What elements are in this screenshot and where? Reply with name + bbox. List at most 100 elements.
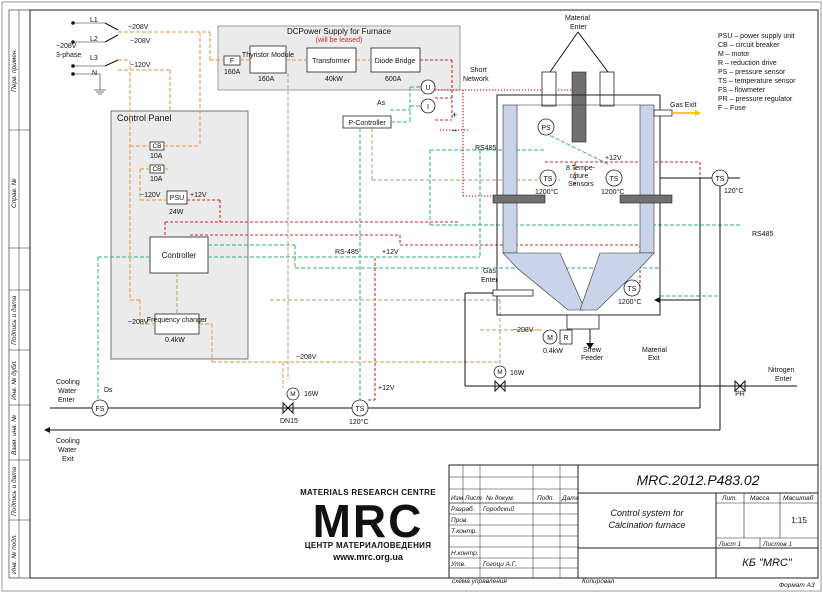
legend: PSU – power supply unit CB – circuit bre… — [718, 33, 796, 112]
title-block: Изм Лист № докум. Подп. Дата Разраб. Гор… — [448, 464, 819, 589]
legend-3: R – reduction drive — [718, 60, 777, 67]
thyristor-module — [249, 45, 287, 74]
tb-col-date: Дата — [561, 495, 580, 502]
i-label: I — [427, 104, 429, 111]
ts-right-label: TS — [610, 176, 619, 183]
ts-left-temp: 1200°C — [535, 188, 558, 196]
wall-left — [502, 104, 518, 254]
plus12v-label-c: +12V — [378, 385, 395, 392]
diode-bridge — [370, 47, 421, 73]
mains-supply-voltage: ~208V — [56, 43, 77, 50]
tb-masshtab: Масштаб — [783, 494, 814, 502]
plus12v-label-b: +12V — [605, 155, 622, 162]
plus12v-label-a: +12V — [382, 249, 399, 256]
eight-sensors-l1: 8 Tempe- — [566, 165, 596, 172]
legend-6: FS – flowmeter — [718, 87, 766, 94]
cooling-exit-l1: Cooling — [56, 438, 80, 445]
p-controller-label: P-Controller — [348, 120, 386, 127]
pr-label: PR — [735, 391, 745, 398]
tb-title-l2: Calcination furnace — [608, 520, 685, 530]
tb-row-prov: Пров. — [451, 517, 468, 524]
water-valve-m-label: M — [290, 391, 295, 398]
legend-2: M – motor — [718, 51, 750, 58]
legend-4: PS – pressure sensor — [718, 69, 786, 76]
gas-exit-label: Gas Exit — [670, 102, 697, 109]
material-enter-line1: Material — [565, 15, 590, 22]
water-temp-sensor — [351, 399, 369, 417]
signal-lines: RS485 RS-485 RS485 +12V +12V +12V — [97, 132, 774, 400]
n2-valve-power: 16W — [510, 370, 525, 377]
phase-l2: L2 — [90, 36, 98, 43]
m-label: M — [547, 335, 553, 342]
rs485-label-c: RS485 — [752, 231, 774, 238]
gas-exit-pipe — [653, 109, 673, 117]
ps-label: PS — [541, 125, 551, 132]
transformer-rating: 40kW — [325, 76, 343, 83]
legend-7: PR – pressure regulator — [718, 96, 793, 103]
cb1-label: CB — [152, 143, 161, 150]
tb-row-utv: Утв. — [450, 561, 466, 568]
mains-v1: ~208V — [128, 24, 149, 31]
short-network-label-line1: Short — [470, 67, 487, 74]
water-valve — [282, 401, 294, 415]
stamp-7: Инв. № подл. — [10, 533, 18, 574]
tb-doc-type: схема управления — [452, 578, 507, 585]
tb-doc-number: MRC.2012.P483.02 — [637, 472, 760, 488]
phase-l3: L3 — [90, 55, 98, 62]
cooling-exit-l3: Exit — [62, 456, 74, 463]
legend-1: CB – circuit breaker — [718, 42, 780, 49]
voltmeter-u — [420, 79, 436, 95]
feeder-motor — [542, 329, 558, 345]
temp-sensor-left — [539, 169, 557, 187]
water-valve-power: 16W — [304, 391, 319, 398]
r-label: R — [563, 335, 568, 342]
mrc-logo: MATERIALS RESEARCH CENTRE MRC ЦЕНТР МАТЕ… — [300, 488, 436, 562]
cooling-enter-l1: Cooling — [56, 379, 80, 386]
motor-rating: 0.4kW — [543, 348, 563, 355]
ammeter-i — [420, 98, 436, 114]
thyristor-label: Thyristor Module — [242, 52, 294, 59]
tb-sheet: Лист 1 — [718, 541, 742, 548]
dc-power-supply: DCPower Supply for Furnace (will be leas… — [210, 25, 461, 400]
gas-enter-pipe — [492, 289, 534, 297]
water-valve-motor — [286, 387, 300, 401]
short-network-label-line2: Network — [463, 76, 489, 83]
rs485-label-b: RS-485 — [335, 249, 359, 256]
ts-exhaust-label: TS — [716, 176, 725, 183]
tb-col-izm: Изм — [451, 495, 464, 502]
legend-8: F – Fuse — [718, 105, 746, 112]
tb-scale: 1:15 — [791, 516, 807, 525]
tb-col-list: Лист — [464, 495, 482, 502]
ts-left-label: TS — [544, 176, 553, 183]
logo-mark: MRC — [313, 495, 424, 547]
hopper-right — [579, 252, 655, 311]
legend-0: PSU – power supply unit — [718, 33, 795, 40]
psu-input-voltage: ~120V — [140, 192, 161, 199]
fc-output-voltage: ~208V — [296, 354, 317, 361]
rs485-label-a: RS485 — [475, 145, 497, 152]
ts-exhaust-temp: 120°C — [724, 187, 744, 195]
fc-input-voltage: ~208V — [128, 319, 149, 326]
heater-bar-left — [492, 194, 546, 204]
cooling-exit-l2: Water — [58, 447, 77, 454]
dc-supply-note: (will be leased) — [316, 37, 363, 44]
water-ts-label: TS — [356, 406, 365, 413]
ts-bottom-label: TS — [628, 286, 637, 293]
nitrogen-valve-motor — [493, 365, 507, 379]
nitrogen-valve — [494, 379, 506, 393]
phase-n: N — [92, 70, 97, 77]
cooling-enter-l3: Enter — [58, 397, 75, 404]
temp-sensor-right — [605, 169, 623, 187]
eight-sensors-l2: rature — [570, 173, 588, 180]
screw-feeder-l2: Feeder — [581, 355, 604, 362]
gas-enter-line2: Enter — [481, 277, 498, 284]
material-exit-l1: Material — [642, 347, 667, 354]
gas-enter-line1: Gas — [483, 268, 496, 275]
tb-kopiroval: Копировал — [582, 578, 615, 585]
logo-bottom-text: ЦЕНТР МАТЕРИАЛОВЕДЕНИЯ — [305, 541, 432, 550]
water-valve-dn: DN15 — [280, 418, 298, 425]
cooling-enter-l2: Water — [58, 388, 77, 395]
mains-input: L1 L2 L3 N ~208V ~208V ~120V ~208V 3-pha… — [56, 17, 211, 115]
transformer-label: Transformer — [312, 58, 351, 65]
